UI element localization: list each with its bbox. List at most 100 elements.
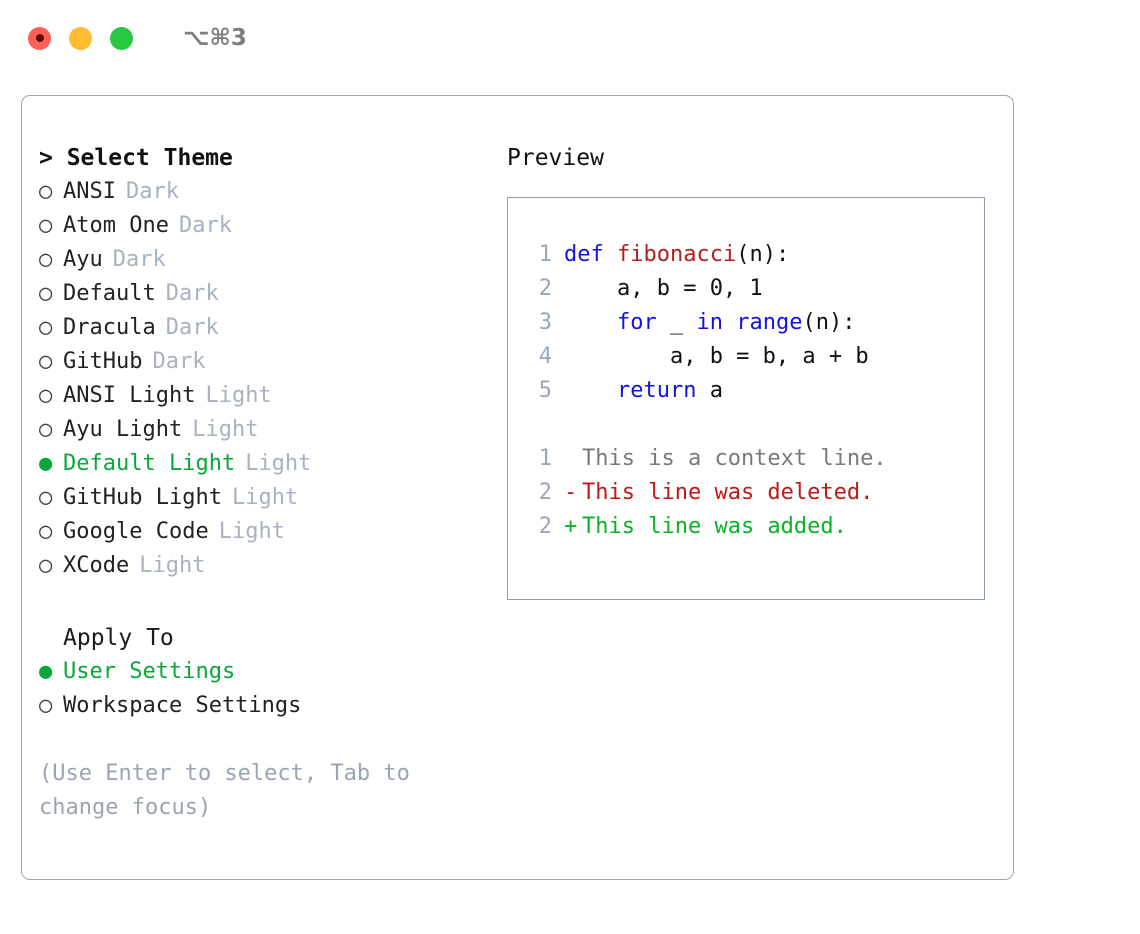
diff-sample: 1 This is a context line.2-This line was… (526, 442, 984, 544)
apply-to-section: Apply To ●User Settings○Workspace Settin… (39, 621, 492, 723)
radio-unselected-icon: ○ (39, 315, 53, 340)
theme-option-atom-one[interactable]: ○ Atom One Dark (39, 209, 492, 243)
code-token-kw: range (736, 310, 803, 335)
theme-option-label: Dracula (63, 315, 156, 340)
radio-unselected-icon: ○ (39, 281, 53, 306)
line-number: 2 (538, 514, 552, 539)
theme-option-kind-badge: Light (139, 553, 206, 578)
maximize-button-icon[interactable] (110, 26, 133, 50)
theme-option-label: XCode (63, 553, 130, 578)
theme-option-kind-badge: Dark (165, 315, 219, 340)
select-theme-header: > Select Theme (39, 145, 233, 171)
code-token-plain: _ (656, 310, 697, 335)
code-text: return a (564, 374, 723, 408)
theme-option-default[interactable]: ○ Default Dark (39, 277, 492, 311)
code-token-plain (564, 310, 617, 335)
traffic-light-group (28, 26, 133, 50)
theme-option-kind-badge: Light (192, 417, 259, 442)
minimize-button-icon[interactable] (69, 26, 92, 50)
diff-line-del: 2-This line was deleted. (526, 476, 984, 510)
code-text: a, b = b, a + b (564, 340, 869, 374)
code-line: 4 a, b = b, a + b (526, 340, 984, 374)
theme-option-label: Atom One (63, 213, 169, 238)
code-token-plain: a, b = 0, 1 (564, 276, 763, 301)
close-button-icon[interactable] (28, 26, 51, 50)
radio-selected-icon: ● (39, 451, 53, 476)
diff-marker: - (564, 480, 578, 505)
code-token-plain (564, 378, 617, 403)
diff-marker: + (564, 514, 578, 539)
code-line: 3 for _ in range(n): (526, 306, 984, 340)
radio-unselected-icon: ○ (39, 247, 53, 272)
theme-option-label: GitHub Light (63, 485, 222, 510)
theme-option-label: ANSI Light (63, 383, 196, 408)
theme-option-kind-badge: Dark (112, 247, 166, 272)
diff-text: This line was deleted. (582, 480, 874, 505)
theme-option-github[interactable]: ○ GitHub Dark (39, 345, 492, 379)
radio-unselected-icon: ○ (39, 485, 53, 510)
theme-option-label: Default (63, 281, 156, 306)
apply-to-option-workspace-settings[interactable]: ○Workspace Settings (39, 689, 492, 723)
apply-to-option-user-settings[interactable]: ●User Settings (39, 655, 492, 689)
code-text: a, b = 0, 1 (564, 272, 763, 306)
code-token-plain: a (696, 378, 723, 403)
radio-selected-icon: ● (39, 659, 53, 684)
apply-to-list[interactable]: ●User Settings○Workspace Settings (39, 655, 492, 723)
theme-option-github-light[interactable]: ○ GitHub Light Light (39, 481, 492, 515)
code-token-plain: (n): (802, 310, 856, 335)
theme-option-dracula[interactable]: ○ Dracula Dark (39, 311, 492, 345)
radio-unselected-icon: ○ (39, 213, 53, 238)
diff-marker (564, 442, 582, 476)
theme-option-ayu[interactable]: ○ Ayu Dark (39, 243, 492, 277)
code-diff-separator (526, 408, 984, 442)
line-number: 4 (538, 344, 552, 369)
code-text: def fibonacci(n): (564, 238, 789, 272)
apply-to-option-label: Workspace Settings (63, 693, 302, 718)
titlebar: ⌥⌘3 (0, 0, 1140, 76)
radio-unselected-icon: ○ (39, 417, 53, 442)
code-token-kw: in (696, 310, 723, 335)
theme-option-label: Ayu (63, 247, 103, 272)
diff-text: This line was added. (582, 514, 847, 539)
hint-text: (Use Enter to select, Tab to change focu… (39, 761, 410, 820)
code-line: 5 return a (526, 374, 984, 408)
theme-option-label: Default Light (63, 451, 236, 476)
radio-unselected-icon: ○ (39, 349, 53, 374)
theme-option-kind-badge: Dark (152, 349, 206, 374)
line-number: 2 (538, 480, 552, 505)
theme-option-kind-badge: Dark (125, 179, 179, 204)
line-number: 5 (538, 378, 552, 403)
theme-option-label: ANSI (63, 179, 116, 204)
diff-line-ctx: 1 This is a context line. (526, 442, 984, 476)
diff-line-add: 2 +This line was added. (526, 510, 984, 544)
diff-text: This is a context line. (582, 446, 887, 471)
code-text: for _ in range(n): (564, 306, 855, 340)
code-token-kw: return (616, 378, 697, 403)
line-number: 3 (538, 310, 552, 335)
code-token-kw: for (616, 310, 657, 335)
theme-option-kind-badge: Light (231, 485, 299, 510)
code-token-plain: (n): (736, 242, 790, 267)
theme-option-kind-badge: Light (218, 519, 285, 544)
radio-unselected-icon: ○ (39, 383, 53, 408)
theme-option-label: GitHub (63, 349, 143, 374)
radio-unselected-icon: ○ (39, 553, 53, 578)
theme-option-kind-badge: Dark (165, 281, 219, 306)
theme-option-kind-badge: Dark (178, 213, 232, 238)
theme-option-xcode[interactable]: ○ XCode Light (39, 549, 492, 583)
code-token-plain (723, 310, 736, 335)
preview-header: Preview (507, 145, 604, 171)
code-token-kw: def (564, 242, 617, 267)
